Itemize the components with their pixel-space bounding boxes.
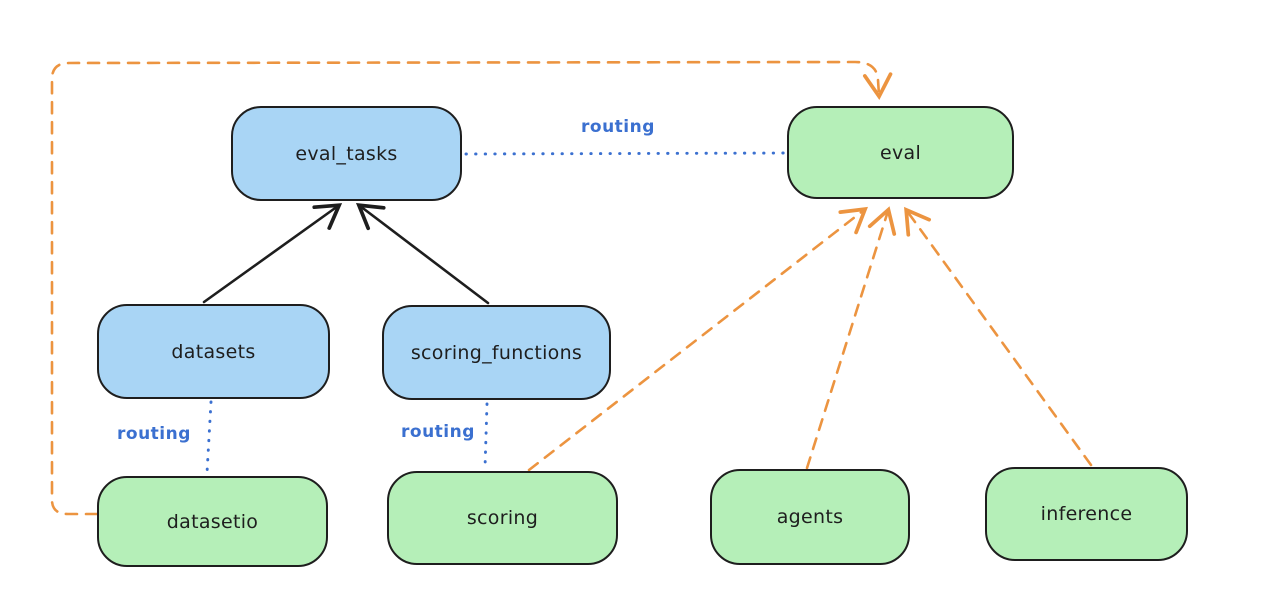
node-agents-label: agents	[776, 506, 844, 528]
node-datasets: datasets	[97, 304, 330, 399]
edge-datasetio-to-eval	[50, 60, 893, 516]
edge-scoring-functions-to-eval-tasks	[355, 202, 490, 305]
edge-inference-to-eval	[904, 206, 1093, 467]
node-scoring-functions: scoring_functions	[382, 305, 611, 400]
node-eval-label: eval	[879, 141, 922, 164]
node-inference: inference	[985, 467, 1188, 561]
node-eval: eval	[787, 106, 1014, 199]
node-scoring-label: scoring	[466, 507, 539, 529]
edge-datasets-to-datasetio	[205, 400, 213, 475]
edge-scoring-to-eval	[527, 206, 868, 472]
edge-agents-to-eval	[805, 206, 897, 470]
edge-datasets-to-eval-tasks	[202, 203, 343, 304]
node-eval-tasks-label: eval_tasks	[295, 142, 398, 165]
node-scoring: scoring	[387, 471, 618, 565]
node-scoring-functions-label: scoring_functions	[410, 341, 583, 364]
edge-scoring-functions-to-scoring	[483, 402, 489, 470]
routing-label-scoring-functions-scoring: routing	[401, 422, 475, 442]
node-datasetio: datasetio	[97, 476, 328, 567]
node-agents: agents	[710, 469, 910, 565]
edge-eval-tasks-to-eval	[464, 151, 787, 156]
node-datasetio-label: datasetio	[166, 510, 259, 533]
node-datasets-label: datasets	[171, 340, 256, 363]
routing-label-datasets-datasetio: routing	[117, 424, 191, 444]
node-inference-label: inference	[1040, 503, 1133, 525]
routing-label-eval-tasks-eval: routing	[581, 117, 655, 137]
node-eval-tasks: eval_tasks	[231, 106, 462, 201]
